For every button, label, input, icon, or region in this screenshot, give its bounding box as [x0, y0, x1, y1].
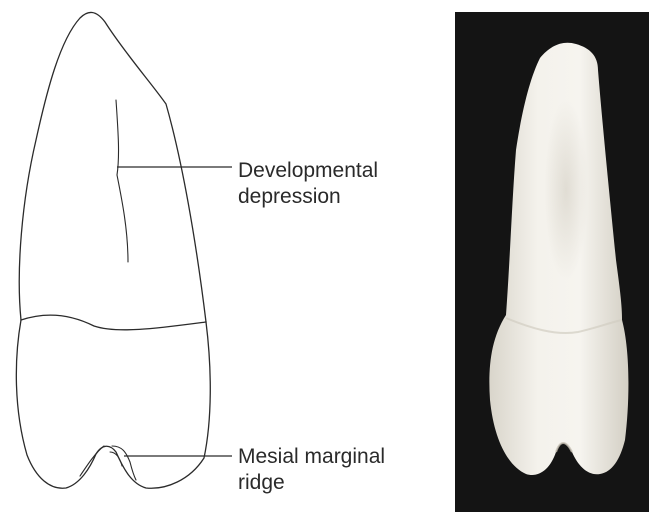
mesial-marginal-ridge-curve-3: [110, 452, 122, 466]
leader-lines: [117, 167, 232, 456]
photo-depression-shading: [544, 100, 588, 280]
crown-outline: [16, 320, 210, 488]
mesial-marginal-ridge-label-line2: ridge: [238, 469, 285, 496]
mesial-marginal-ridge-label-line1: Mesial marginal: [238, 443, 385, 470]
mesial-marginal-ridge-curve-1: [80, 446, 104, 476]
developmental-depression-groove: [116, 100, 128, 262]
developmental-depression-label-line2: depression: [238, 183, 341, 210]
tooth-photo: [455, 12, 649, 512]
tooth-line-drawing: [16, 12, 210, 488]
cej-line: [21, 315, 206, 330]
developmental-depression-label-line1: Developmental: [238, 157, 378, 184]
